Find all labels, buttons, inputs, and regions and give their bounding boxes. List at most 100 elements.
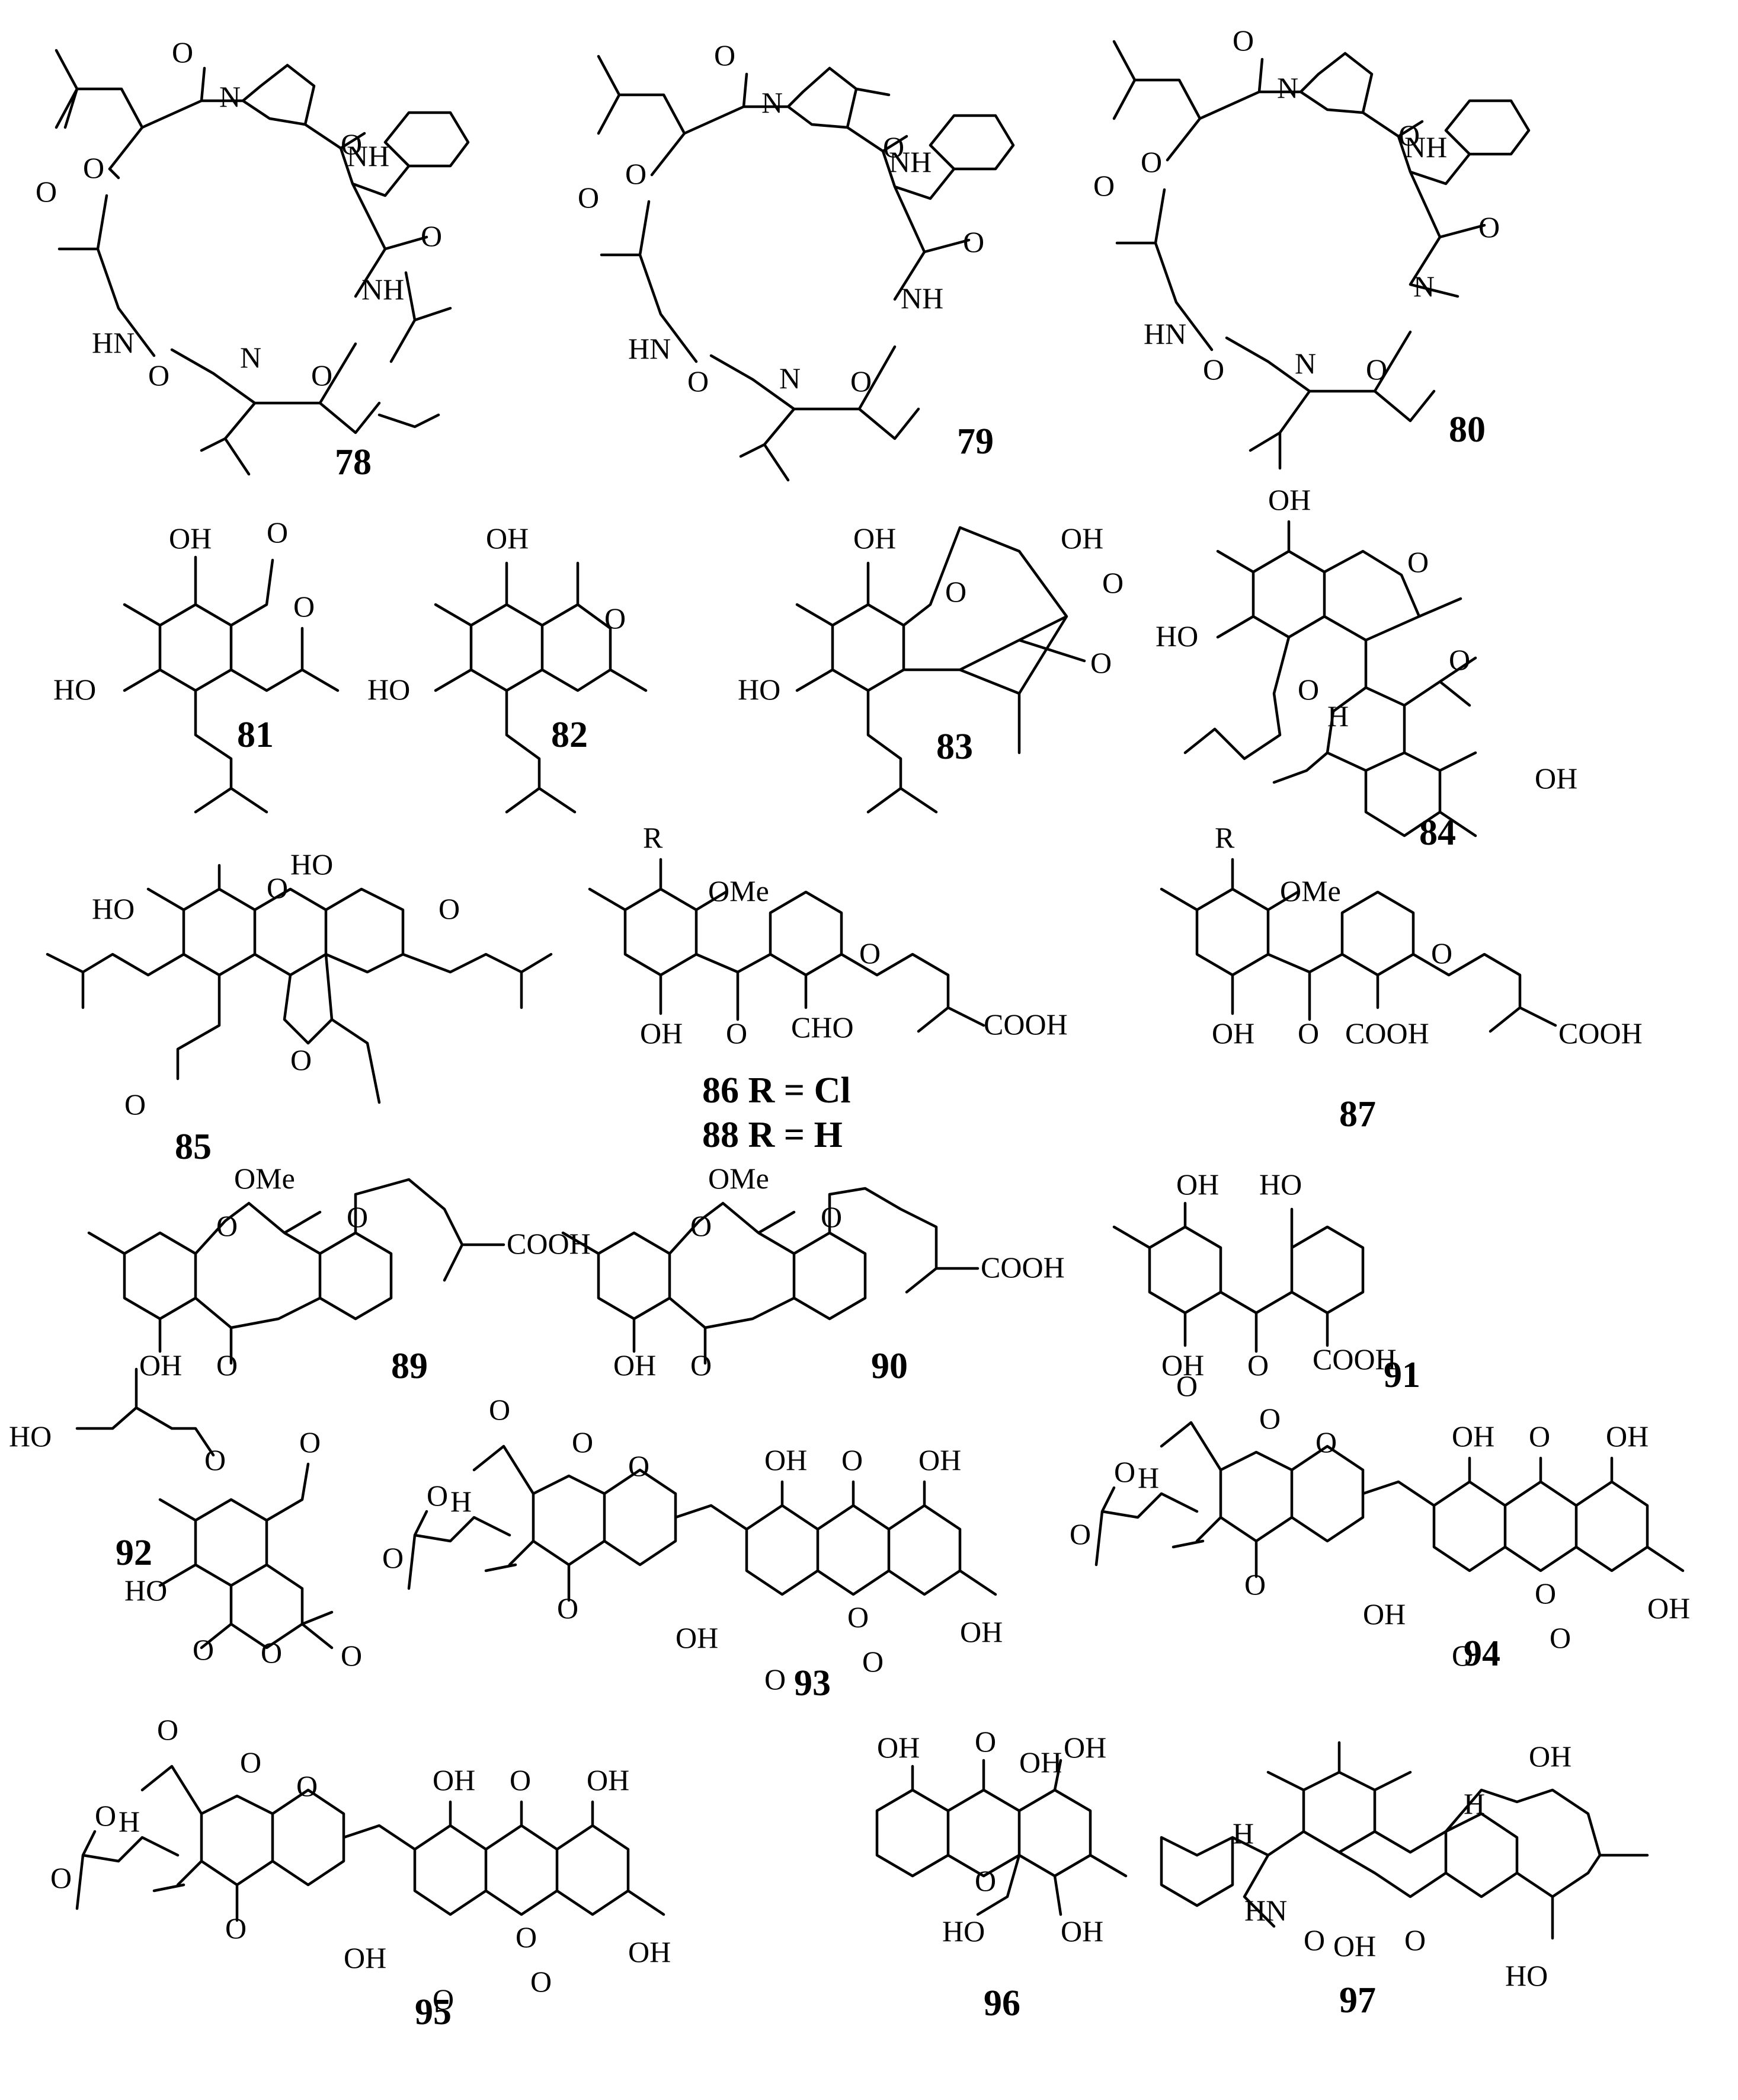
atom-label: HO	[124, 1574, 167, 1607]
atom-label: O	[1244, 1568, 1266, 1601]
atom-label: OH	[764, 1443, 807, 1476]
compound-97: OH H H HN O OH O HO 97	[1160, 1740, 1649, 2021]
atom-label: HO	[53, 673, 96, 706]
compound-number: 79	[957, 421, 994, 462]
atom-label: O	[510, 1763, 531, 1797]
compound-number: 92	[116, 1533, 152, 1573]
atom-label: H	[1464, 1787, 1485, 1820]
compound-91: OH HO OH O COOH 91	[1112, 1168, 1420, 1395]
atom-label: HO	[367, 673, 410, 706]
compound-number: 84	[1419, 813, 1456, 853]
atom-label: COOH	[507, 1227, 591, 1260]
atom-label: HO	[738, 673, 780, 706]
compound-number: 93	[794, 1663, 831, 1703]
atom-label: O	[1233, 24, 1254, 57]
atom-label: O	[821, 1200, 842, 1233]
atom-label: O	[1093, 169, 1115, 202]
atom-label: R	[1215, 821, 1235, 854]
atom-label: O	[1203, 353, 1224, 386]
atom-label: OH	[1061, 522, 1103, 555]
atom-label: O	[261, 1636, 282, 1669]
atom-label: COOH	[1558, 1017, 1643, 1050]
atom-label: O	[83, 151, 104, 184]
atom-label: O	[1478, 210, 1500, 244]
compound-number: 81	[237, 715, 274, 755]
atom-label: O	[1529, 1420, 1550, 1453]
atom-label: O	[489, 1393, 510, 1426]
atom-label: R	[643, 821, 663, 854]
atom-label: O	[216, 1209, 238, 1242]
atom-label: NH	[889, 145, 932, 178]
atom-label: O	[50, 1861, 72, 1894]
compound-96: OH O OH OH O HO OH 96	[875, 1725, 1128, 2024]
atom-label: O	[975, 1864, 996, 1897]
compound-82: OH O HO 82	[367, 522, 648, 814]
atom-label: O	[1141, 145, 1162, 178]
atom-label: O	[557, 1591, 578, 1625]
atom-label: O	[204, 1443, 226, 1476]
atom-label: O	[604, 602, 626, 635]
atom-label: O	[347, 1200, 368, 1233]
atom-label: O	[1298, 673, 1319, 706]
atom-label: HO	[1505, 1959, 1548, 1992]
atom-label: OH	[960, 1615, 1003, 1648]
compound-number: 94	[1464, 1634, 1500, 1674]
atom-label: O	[530, 1965, 552, 1998]
compound-number: 97	[1339, 1980, 1376, 2021]
compound-number: 80	[1449, 410, 1486, 450]
atom-label: OH	[433, 1763, 475, 1797]
atom-label: O	[1247, 1348, 1269, 1382]
atom-label: O	[438, 892, 460, 925]
atom-label: O	[850, 365, 872, 398]
atom-label: O	[382, 1541, 404, 1574]
atom-label: O	[847, 1600, 869, 1634]
atom-label: O	[341, 127, 362, 161]
compound-79: O O N O NH O O NH HN N O O 79	[578, 39, 1015, 482]
compound-number: 96	[984, 1983, 1020, 2024]
atom-label: OH	[1529, 1740, 1571, 1773]
atom-label: O	[421, 219, 442, 252]
atom-label: OH	[1535, 762, 1577, 795]
atom-label: H	[1233, 1817, 1254, 1850]
atom-label: OMe	[1280, 874, 1341, 907]
atom-label: OH	[169, 522, 212, 555]
compound-89: OMe O O COOH OH O 89	[87, 1162, 591, 1386]
atom-label: O	[975, 1725, 996, 1758]
atom-label: N	[761, 86, 783, 119]
atom-label: O	[690, 1348, 712, 1382]
compound-85: HO O HO O O O 85	[46, 848, 553, 1167]
compound-84: OH O HO O O H OH 84	[1156, 483, 1577, 853]
atom-label: OH	[613, 1348, 656, 1382]
atom-label: O	[625, 157, 646, 190]
atom-label: HN	[628, 332, 671, 365]
atom-label: NH	[901, 282, 943, 315]
compound-92: HO O O HO O O O 92	[9, 1367, 362, 1672]
atom-label: O	[1304, 1923, 1325, 1957]
atom-label: N	[219, 80, 241, 113]
atom-label: O	[859, 936, 881, 970]
atom-label: HO	[92, 892, 135, 925]
compound-86-88: R OMe O OH O CHO COOH 86 R = Cl 88 R = H	[588, 821, 1068, 1155]
compound-number: 87	[1339, 1094, 1376, 1134]
compound-95: O O O H O O O OH OH O OH O OH O O 95	[50, 1713, 671, 2032]
atom-label: OH	[587, 1763, 629, 1797]
atom-label: O	[862, 1645, 884, 1678]
atom-label: OH	[1333, 1929, 1376, 1962]
atom-label: O	[1259, 1402, 1281, 1435]
atom-label: O	[1407, 545, 1429, 578]
atom-label: N	[240, 341, 261, 374]
atom-label: O	[95, 1799, 116, 1832]
compound-94: O O O H O O O OH OH O OH O OH O O 94	[1070, 1369, 1690, 1674]
atom-label: OH	[628, 1935, 671, 1968]
atom-label: O	[963, 225, 984, 258]
atom-label: O	[516, 1920, 537, 1954]
atom-label: COOH	[1345, 1017, 1429, 1050]
atom-label: OH	[1212, 1017, 1254, 1050]
atom-label: OH	[344, 1941, 386, 1974]
atom-label: O	[148, 359, 169, 392]
atom-label: O	[1550, 1621, 1571, 1654]
atom-label: O	[726, 1017, 747, 1050]
compound-81: OH O O HO 81	[53, 516, 340, 814]
atom-label: NH	[347, 139, 389, 172]
compound-number: 90	[871, 1346, 908, 1386]
